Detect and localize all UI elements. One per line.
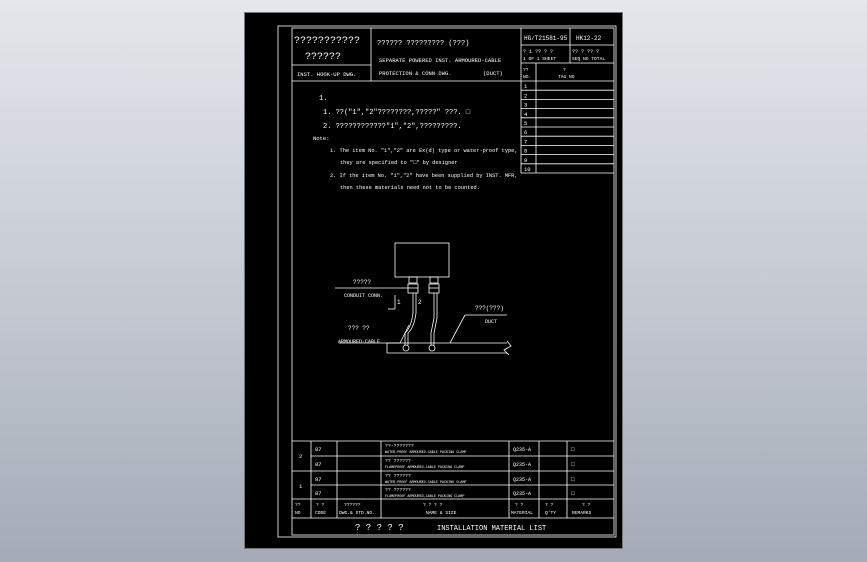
inner-frame — [291, 27, 615, 536]
hdr-mat-cn: ? ? — [515, 502, 524, 508]
revision-row-number: 10 — [524, 166, 531, 173]
material-name-en: FLAMEPROOF ARMOURED-CABLE PACKING CLAMP — [385, 466, 464, 470]
hdr-mat-en: MATERIAL — [511, 510, 533, 516]
drawing-sheet: ??????????? ?????? INST. HOOK-UP DWG. ??… — [277, 25, 617, 538]
label-conduit-cn: ????? — [353, 279, 371, 286]
hdr-no-cn: ?? — [295, 502, 301, 508]
title-en-2: PROTECTION & CONN DWG. — [379, 70, 452, 77]
revision-table: ?? NO. ? TAG NO 1 2 3 4 5 6 7 8 9 10 — [521, 63, 614, 174]
sheet-en: 1 OF 1 SHEET — [523, 56, 556, 62]
note-en-2b: then these materials need not to be coun… — [340, 185, 480, 191]
hdr-rem-cn: ? ? — [582, 502, 591, 508]
hdr-name-en: NAME & SIZE — [426, 510, 457, 516]
gland-right — [428, 283, 440, 294]
revision-row-number: 6 — [524, 129, 527, 136]
material-name-cn: ?? ?????? — [385, 473, 411, 479]
total-en: SEQ NO TOTAL — [572, 56, 605, 62]
note-en-1a: 1. The item No. "1","2" are Ex(d) type o… — [330, 148, 518, 154]
duct-hole-left — [402, 344, 410, 352]
material-name-en: WATER-PROOF ARMOURED-CABLE PACKING CLAMP — [385, 481, 466, 485]
dept-name: INST. HOOK-UP DWG. — [297, 71, 356, 78]
material-grade: Q235-A — [513, 477, 531, 483]
gland-left — [407, 283, 419, 294]
item-label-2: 2 — [418, 299, 422, 306]
material-code: 87 — [315, 476, 322, 483]
material-grade: Q235-A — [513, 447, 531, 453]
company-name-2: ?????? — [305, 52, 341, 63]
cad-viewport[interactable]: ??????????? ?????? INST. HOOK-UP DWG. ??… — [244, 12, 623, 549]
label-cable-en: ARMOURED-CABLE — [338, 339, 380, 345]
hdr-dwg-en: DWG.& STD.NO. — [339, 510, 375, 516]
duct-hole-right — [428, 344, 436, 352]
revision-row-number: 4 — [524, 111, 528, 118]
revision-row-number: 2 — [524, 92, 527, 99]
material-item-number: 2 — [299, 453, 302, 460]
hdr-qty-en: Q'TY — [545, 510, 556, 516]
hdr-code-en: CODE — [315, 510, 326, 516]
revision-row-number: 7 — [524, 138, 527, 145]
title-en-paren: (DUCT) — [483, 70, 503, 77]
material-code: 87 — [315, 461, 322, 468]
material-item-number: 1 — [299, 483, 303, 490]
material-qty-box: □ — [571, 446, 575, 453]
revision-row-number: 1 — [524, 83, 528, 90]
hdr-dwg-cn: ?????? — [344, 502, 361, 508]
revision-row-number: 3 — [524, 102, 527, 109]
material-qty-box: □ — [571, 490, 575, 497]
material-list: ?? NO ? ? CODE ?????? DWG.& STD.NO. ? ? … — [292, 440, 614, 533]
note-label: Note: — [313, 135, 330, 142]
note-cn-2: 2. ????????????"1","2",?????????. — [323, 123, 462, 131]
hdr-qty-cn: ? ? — [545, 502, 554, 508]
connector-left — [408, 276, 418, 284]
hdr-name-cn: ? ? ? ? — [423, 502, 443, 508]
sheet-cn: ? 1 ?? ? ? — [523, 49, 553, 55]
material-list-title-en: INSTALLATION MATERIAL LIST — [437, 525, 546, 533]
rev-col-tag-cn: ? — [563, 67, 566, 73]
note-en-1b: they are specified to "□" by designer — [340, 160, 458, 166]
title-block: ??????????? ?????? INST. HOOK-UP DWG. ??… — [292, 28, 614, 173]
label-cable-cn: ??? ?? — [348, 325, 370, 332]
hdr-rem-en: REMARKS — [572, 510, 592, 516]
note-cn-1: 1. ??("1","2"????????,?????" ???. □ — [323, 109, 471, 117]
title-cn: ?????? ????????? (???) — [377, 40, 469, 48]
title-en-1: SEPARATE POWERED INST. ARMOURED-CABLE — [379, 57, 502, 64]
revision-row-number: 9 — [524, 157, 527, 164]
material-name-cn: ?? ?????? — [385, 487, 411, 493]
material-qty-box: □ — [571, 476, 575, 483]
material-list-title-cn: ? ? ? ? ? — [355, 523, 404, 533]
cable-left — [404, 293, 414, 345]
rev-col-no-cn: ?? — [523, 67, 529, 73]
material-code: 87 — [315, 446, 322, 453]
item-label-1: 1 — [397, 299, 401, 306]
material-qty-box: □ — [571, 461, 575, 468]
revision-row-number: 8 — [524, 148, 527, 155]
material-name-en: FLAMEPROOF ARMOURED-CABLE PACKING CLAMP — [385, 495, 464, 499]
material-name-en: WATER-PROOF ARMOURED-CABLE PACKING CLAMP — [385, 451, 466, 455]
note-en-2a: 2. If the item No. "1","2" have been sup… — [330, 173, 518, 179]
detail-drawing: ????? CONDUIT CONN. 1 2 ??? ?? ARMOURED-… — [335, 242, 512, 356]
hdr-code-cn: ? ? — [316, 502, 325, 508]
outer-frame — [277, 25, 617, 538]
material-grade: Q235-A — [513, 491, 531, 497]
std-number: HG/T21581-95 — [524, 35, 568, 42]
connector-right — [429, 276, 439, 284]
label-duct-cn: ???(???) — [475, 305, 504, 312]
material-name-cn: ??-??????? — [385, 443, 414, 449]
cable-right — [430, 293, 435, 345]
rev-col-no-en: NO. — [523, 74, 531, 80]
notes-section: 1. 1. ??("1","2"????????,?????" ???. □ 2… — [313, 95, 518, 191]
label-duct-en: DUCT — [485, 319, 497, 325]
revision-row-number: 5 — [524, 120, 527, 127]
material-grade: Q235-A — [513, 462, 531, 468]
rev-col-tag-en: TAG NO — [558, 74, 575, 80]
label-conduit-en: CONDUIT CONN. — [344, 293, 383, 299]
company-name-1: ??????????? — [294, 36, 360, 47]
total-cn: ?? ? ?? ? — [572, 49, 599, 55]
material-name-cn: ?? ?????? — [385, 458, 411, 464]
notes-heading: 1. — [319, 95, 327, 103]
material-code: 87 — [315, 490, 322, 497]
drawing-number: HK12-22 — [576, 35, 602, 42]
instrument-box — [394, 242, 450, 278]
hdr-no-en: NO — [295, 510, 301, 516]
